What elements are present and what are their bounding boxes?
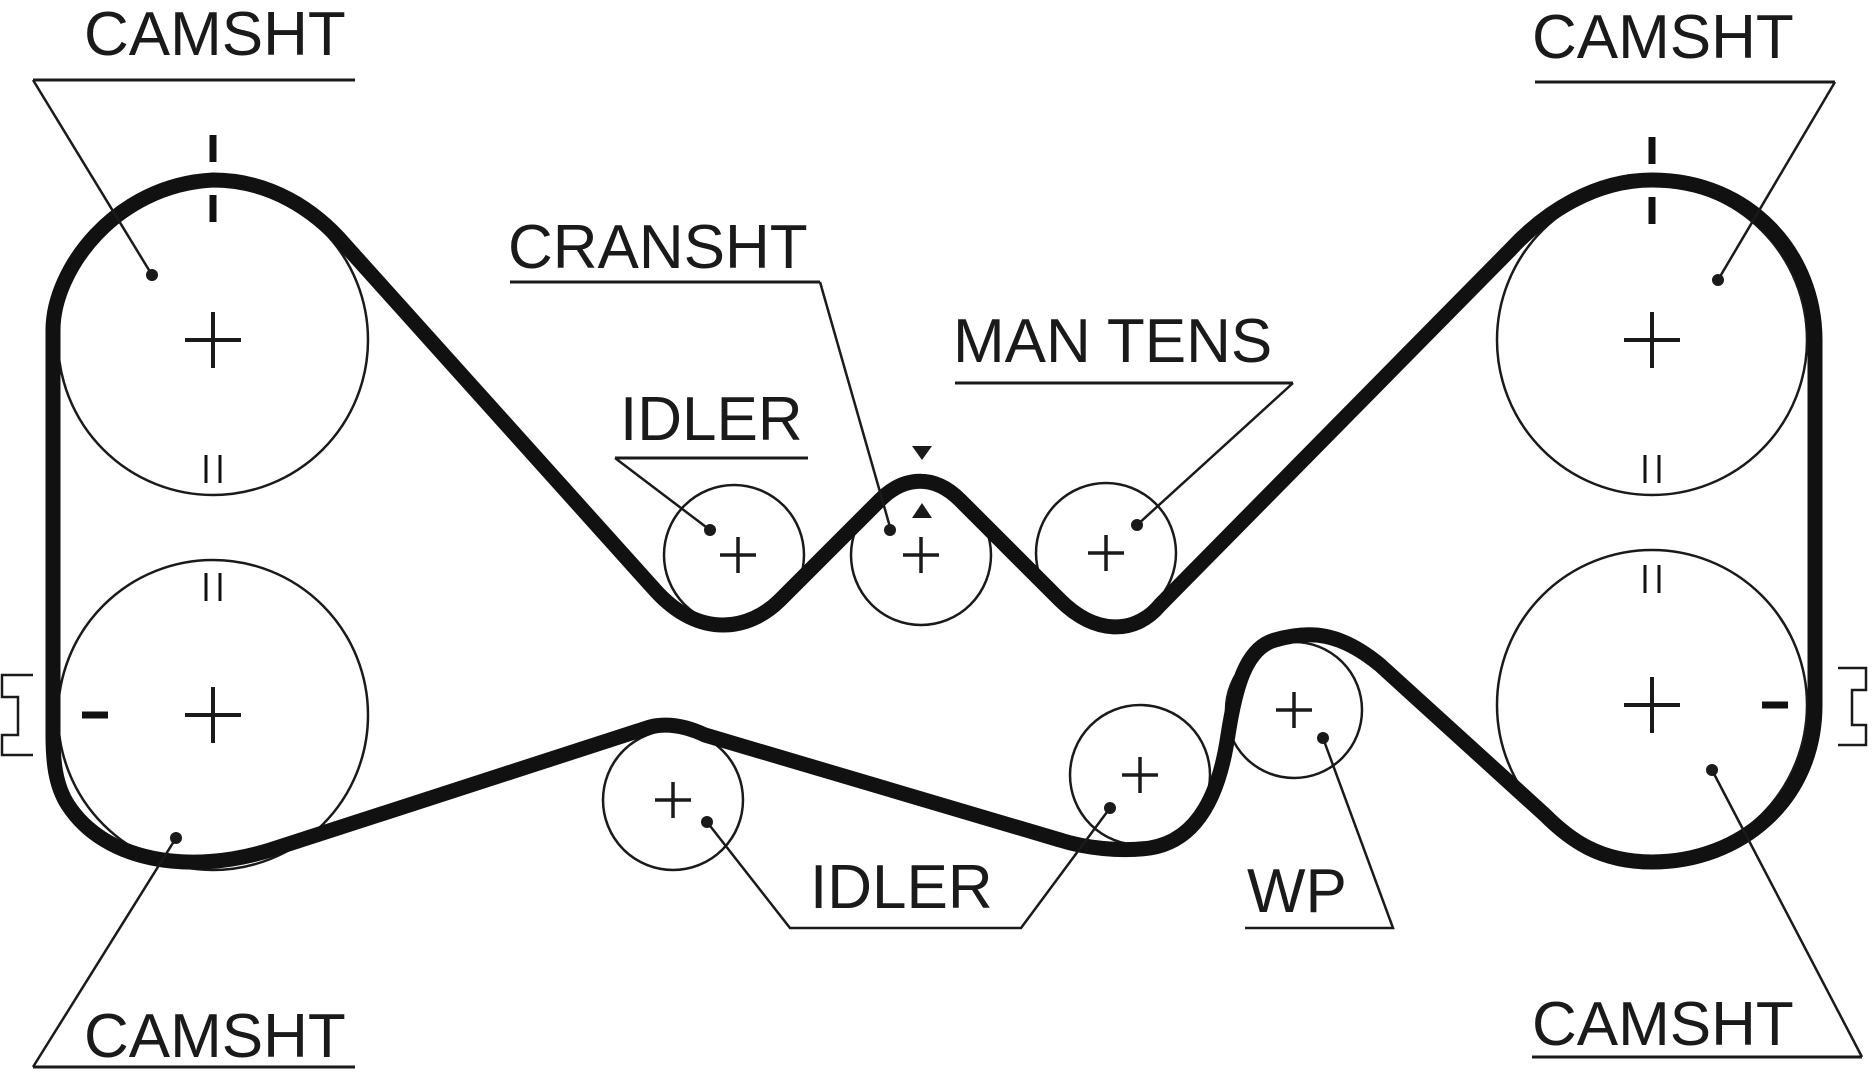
label-idler-lower: IDLER <box>810 853 993 922</box>
label-camshaft-bottom-left: CAMSHT <box>84 1002 346 1071</box>
label-camshaft-top-left: CAMSHT <box>84 0 346 69</box>
label-water-pump: WP <box>1247 857 1347 926</box>
housing-mark-left <box>0 673 33 757</box>
leader-lines <box>31 78 1864 1069</box>
label-camshaft-bottom-right: CAMSHT <box>1532 990 1794 1059</box>
timing-belt <box>45 172 1823 870</box>
label-camshaft-top-right: CAMSHT <box>1532 3 1794 72</box>
label-crankshaft: CRANSHT <box>508 213 808 282</box>
label-manual-tensioner: MAN TENS <box>953 307 1272 376</box>
timing-marks <box>82 135 1788 719</box>
label-idler-upper: IDLER <box>620 385 803 454</box>
pulley-centre-crosses <box>185 312 1680 818</box>
housing-mark-right <box>1838 666 1868 747</box>
